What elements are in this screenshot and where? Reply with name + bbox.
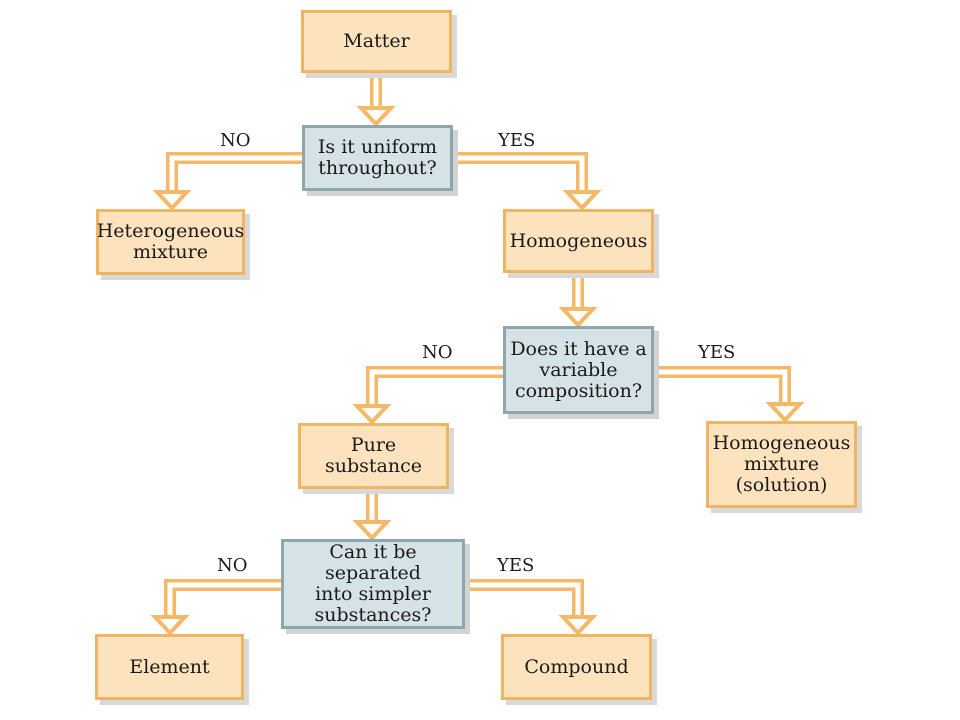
yes-label-variable: YES <box>698 342 736 363</box>
arrow-separated-yes <box>465 579 598 636</box>
pure-substance-node: Pure substance <box>298 423 449 489</box>
arrow-uniform-yes <box>453 152 602 211</box>
no-label-uniform: NO <box>220 130 251 151</box>
element-node: Element <box>95 634 244 700</box>
arrow-matter-to-question <box>356 73 396 127</box>
uniform-question-node: Is it uniform throughout? <box>302 125 453 191</box>
heterogeneous-mixture-node: Heterogeneous mixture <box>96 209 245 275</box>
arrow-homogeneous-to-question <box>558 273 598 328</box>
variable-composition-question-node: Does it have a variable composition? <box>503 326 654 414</box>
arrow-uniform-no <box>152 152 302 211</box>
arrow-variable-no <box>352 366 503 425</box>
separation-question-node: Can it be separated into simpler substan… <box>281 539 465 629</box>
no-label-variable: NO <box>422 342 453 363</box>
yes-label-uniform: YES <box>498 130 536 151</box>
no-label-separated: NO <box>217 555 248 576</box>
arrow-variable-yes <box>654 366 805 423</box>
matter-node: Matter <box>301 10 452 73</box>
arrow-separated-no <box>150 579 281 636</box>
arrow-pure-to-question <box>352 489 392 541</box>
compound-node: Compound <box>501 634 652 700</box>
homogeneous-node: Homogeneous <box>503 209 654 273</box>
homogeneous-mixture-solution-node: Homogeneous mixture (solution) <box>706 421 857 508</box>
yes-label-separated: YES <box>497 555 535 576</box>
